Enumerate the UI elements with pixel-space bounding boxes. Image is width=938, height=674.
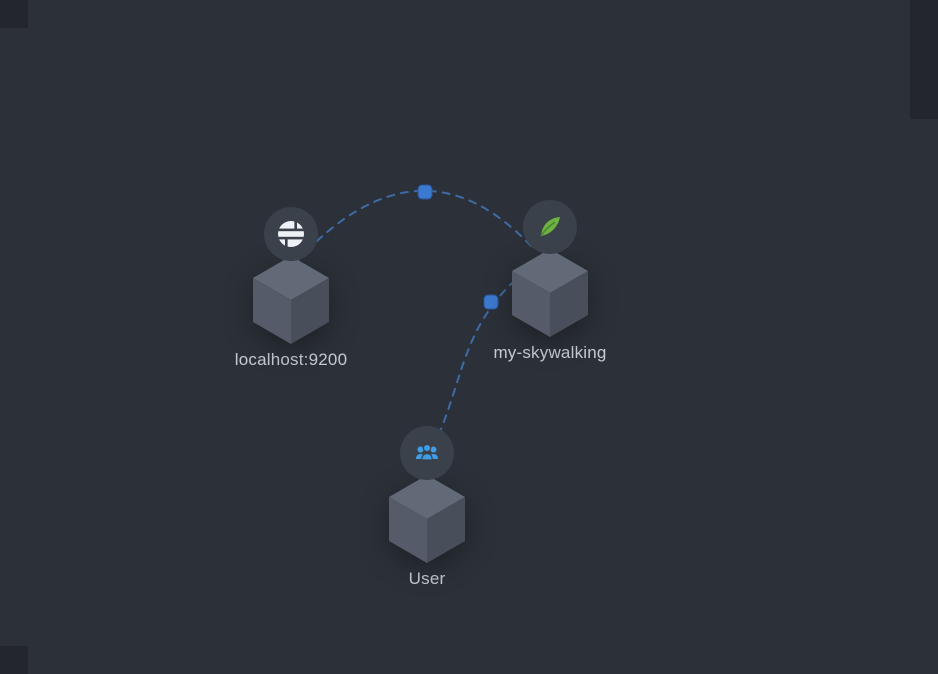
node-my-skywalking[interactable]: my-skywalking xyxy=(470,200,630,363)
service-cube[interactable] xyxy=(253,256,329,344)
users-icon xyxy=(400,426,454,480)
traffic-marker[interactable] xyxy=(483,294,499,310)
corner-patch-top-left xyxy=(0,0,28,28)
node-label: User xyxy=(408,569,446,588)
edge-es-to-skywalking[interactable] xyxy=(296,190,533,262)
corner-patch-top-right xyxy=(910,0,938,119)
service-cube[interactable] xyxy=(512,249,588,337)
corner-patch-bottom-left xyxy=(0,646,28,674)
node-label: my-skywalking xyxy=(493,343,607,362)
node-user[interactable]: User xyxy=(347,426,507,589)
elasticsearch-icon xyxy=(264,207,318,261)
service-cube[interactable] xyxy=(389,475,465,563)
spring-leaf-icon xyxy=(523,200,577,254)
node-localhost-9200[interactable]: localhost:9200 xyxy=(211,207,371,370)
traffic-marker[interactable] xyxy=(417,184,433,200)
node-label: localhost:9200 xyxy=(234,350,348,369)
